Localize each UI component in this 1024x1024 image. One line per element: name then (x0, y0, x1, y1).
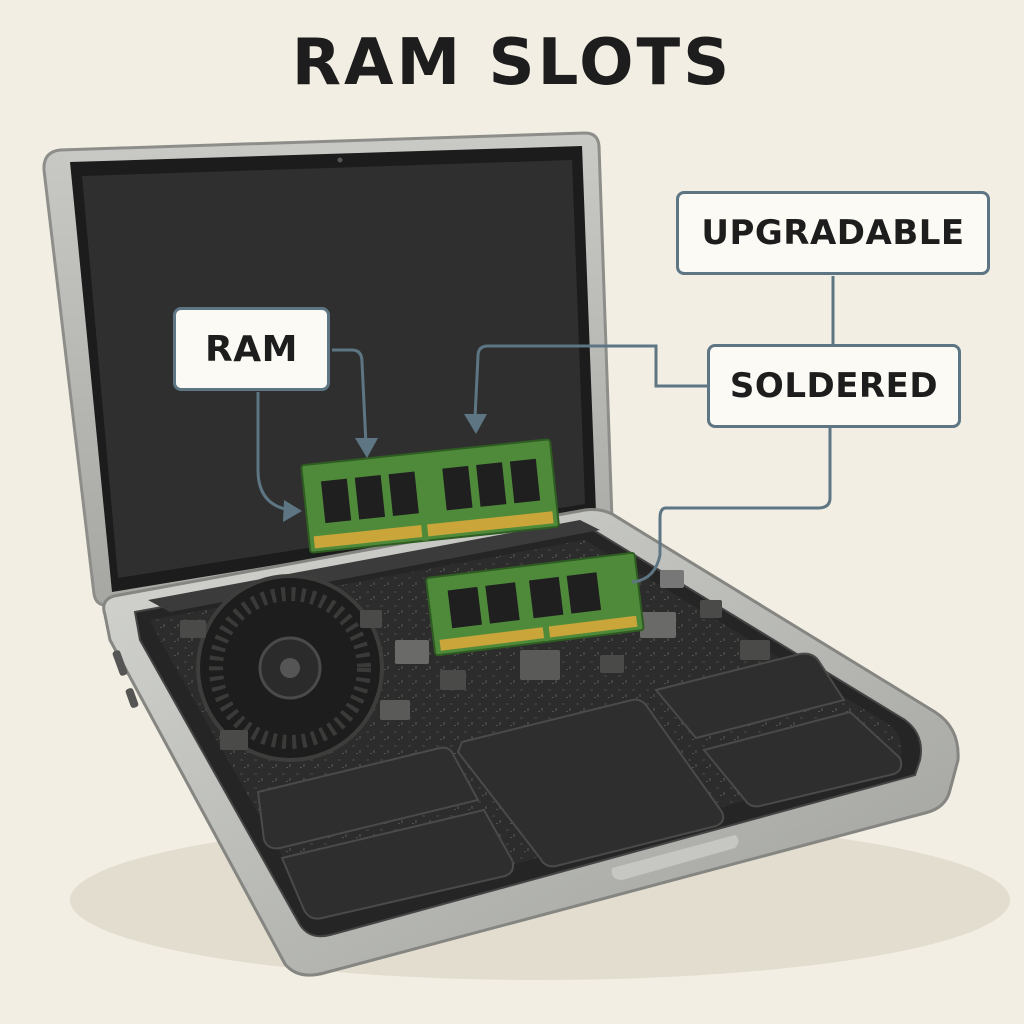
board-chips (180, 570, 770, 750)
battery-cell (702, 710, 903, 808)
side-port-icon (125, 688, 139, 708)
cooling-fan-icon (196, 574, 384, 762)
arrow-head-icon (355, 438, 378, 458)
ram-chip (354, 475, 386, 520)
arrow-head-icon (464, 414, 487, 434)
ram-gold-contacts (439, 615, 638, 651)
page-title: RAM SLOTS (291, 26, 733, 100)
ram-chip (320, 478, 352, 524)
battery-cell (280, 808, 515, 920)
label-ram: RAM (173, 307, 330, 391)
callout-soldered-to-bottom-module (631, 428, 832, 584)
battery-cells (256, 652, 903, 920)
ram-chip (447, 586, 482, 629)
label-upgradable: UPGRADABLE (676, 191, 990, 275)
callout-soldered-to-top-module (473, 344, 707, 419)
ram-gold-contacts (313, 511, 554, 549)
ram-chip (528, 576, 564, 619)
ram-chip (388, 471, 419, 516)
ram-chip (476, 462, 507, 507)
ram-chip (485, 582, 520, 624)
battery-cell (456, 698, 725, 868)
webcam (337, 157, 343, 163)
ram-chip (442, 465, 473, 511)
ram-chip (566, 572, 602, 614)
side-port-icon (112, 650, 128, 676)
ram-module-upgradable (300, 438, 560, 554)
battery-cell (654, 652, 846, 740)
callout-arrowheads (283, 414, 487, 522)
battery-cell (256, 746, 480, 850)
ram-module-soldered (425, 551, 645, 657)
arrow-head-icon (283, 500, 302, 522)
label-soldered: SOLDERED (707, 344, 961, 428)
ram-chip (509, 458, 541, 504)
callout-ram-to-top-module (332, 348, 368, 446)
